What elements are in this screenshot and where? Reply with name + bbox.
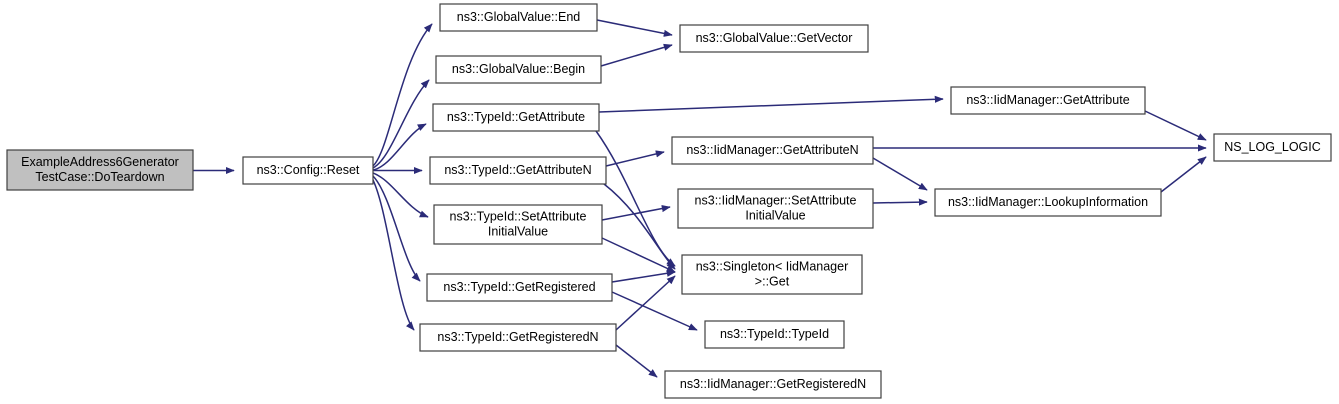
node-box-nsloglogic[interactable] [1213, 133, 1332, 162]
node-box-tidgetattrn[interactable] [429, 156, 607, 185]
node-label-gvbegin: ns3::GlobalValue::Begin [452, 62, 585, 76]
node-iidgetattr[interactable]: ns3::IidManager::GetAttribute [950, 86, 1146, 115]
node-label-singletonget: ns3::Singleton< IidManager [696, 259, 849, 273]
node-box-gvgetvector[interactable] [679, 24, 869, 53]
node-label-tidgetattr: ns3::TypeId::GetAttribute [447, 110, 585, 124]
node-label-tidsetattriv: ns3::TypeId::SetAttribute [450, 209, 587, 223]
node-tidgetattrn[interactable]: ns3::TypeId::GetAttributeN [429, 156, 607, 185]
call-edge-tidgetattr-to-singletonget [595, 130, 676, 267]
node-iidlookupinfo[interactable]: ns3::IidManager::LookupInformation [934, 188, 1162, 217]
node-label-iidlookupinfo: ns3::IidManager::LookupInformation [948, 195, 1148, 209]
node-gvend[interactable]: ns3::GlobalValue::End [439, 3, 598, 32]
call-edge-configreset-to-gvbegin [372, 79, 430, 169]
node-box-singletonget[interactable] [681, 254, 863, 295]
node-gvbegin[interactable]: ns3::GlobalValue::Begin [435, 55, 602, 84]
edge-layer [193, 19, 1207, 378]
node-label-root: ExampleAddress6Generator [21, 155, 179, 169]
call-edge-iidgetattr-to-nsloglogic [1144, 110, 1207, 141]
node-label-iidgetregn: ns3::IidManager::GetRegisteredN [680, 377, 866, 391]
node-singletonget[interactable]: ns3::Singleton< IidManager>::Get [681, 254, 863, 295]
call-edge-configreset-to-tidgetattr [372, 123, 427, 171]
call-edge-gvbegin-to-gvgetvector [600, 43, 673, 67]
call-edge-tidgetattrn-to-singletonget [603, 183, 676, 270]
call-edge-configreset-to-tidsetattriv [372, 172, 429, 218]
node-label-tidgetattrn: ns3::TypeId::GetAttributeN [444, 163, 591, 177]
node-label-root: TestCase::DoTeardown [35, 170, 164, 184]
node-box-root[interactable] [6, 149, 194, 191]
node-label-tidgetreg: ns3::TypeId::GetRegistered [443, 280, 595, 294]
node-box-iidlookupinfo[interactable] [934, 188, 1162, 217]
call-edge-iidlookupinfo-to-nsloglogic [1160, 156, 1207, 193]
call-edge-configreset-to-gvend [372, 23, 433, 167]
node-label-tidtid: ns3::TypeId::TypeId [720, 327, 829, 341]
call-edge-configreset-to-tidgetregn [371, 177, 415, 331]
node-box-tidgetattr[interactable] [432, 103, 600, 132]
node-label-singletonget: >::Get [755, 274, 790, 288]
node-label-iidsetattriv: ns3::IidManager::SetAttribute [695, 193, 857, 207]
node-label-iidgetattr: ns3::IidManager::GetAttribute [966, 93, 1129, 107]
node-tidgetreg[interactable]: ns3::TypeId::GetRegistered [426, 273, 613, 302]
node-label-configreset: ns3::Config::Reset [257, 163, 360, 177]
node-tidgetattr[interactable]: ns3::TypeId::GetAttribute [432, 103, 600, 132]
node-label-iidsetattriv: InitialValue [745, 208, 805, 222]
node-box-tidsetattriv[interactable] [433, 204, 603, 245]
call-edge-tidsetattriv-to-singletonget [601, 237, 676, 273]
call-edge-tidgetattrn-to-iidgetattrn [605, 150, 665, 167]
node-label-tidgetregn: ns3::TypeId::GetRegisteredN [437, 330, 598, 344]
node-box-iidgetregn[interactable] [664, 370, 882, 399]
call-edge-gvend-to-gvgetvector [596, 19, 673, 37]
node-label-gvend: ns3::GlobalValue::End [457, 10, 581, 24]
call-edge-tidsetattriv-to-iidsetattriv [601, 205, 671, 221]
node-box-tidgetregn[interactable] [419, 323, 617, 352]
call-edge-tidgetreg-to-singletonget [611, 269, 676, 283]
node-layer: ExampleAddress6GeneratorTestCase::DoTear… [6, 3, 1332, 399]
call-edge-tidgetregn-to-singletonget [615, 275, 676, 331]
call-edge-configreset-to-tidgetreg [372, 175, 421, 282]
node-label-tidsetattriv: InitialValue [488, 224, 548, 238]
node-box-tidgetreg[interactable] [426, 273, 613, 302]
call-edge-tidgetreg-to-tidtid [611, 291, 698, 331]
node-box-tidtid[interactable] [704, 320, 845, 349]
node-box-iidsetattriv[interactable] [677, 188, 874, 229]
node-iidsetattriv[interactable]: ns3::IidManager::SetAttributeInitialValu… [677, 188, 874, 229]
call-edge-tidgetregn-to-iidgetregn [615, 344, 658, 378]
node-box-gvend[interactable] [439, 3, 598, 32]
node-box-iidgetattrn[interactable] [671, 136, 874, 165]
node-tidgetregn[interactable]: ns3::TypeId::GetRegisteredN [419, 323, 617, 352]
call-edge-iidgetattrn-to-iidlookupinfo [872, 157, 928, 191]
node-nsloglogic[interactable]: NS_LOG_LOGIC [1213, 133, 1332, 162]
node-label-gvgetvector: ns3::GlobalValue::GetVector [696, 31, 853, 45]
node-iidgetregn[interactable]: ns3::IidManager::GetRegisteredN [664, 370, 882, 399]
node-tidtid[interactable]: ns3::TypeId::TypeId [704, 320, 845, 349]
node-root[interactable]: ExampleAddress6GeneratorTestCase::DoTear… [6, 149, 194, 191]
node-configreset[interactable]: ns3::Config::Reset [242, 156, 374, 185]
node-label-nsloglogic: NS_LOG_LOGIC [1224, 140, 1321, 154]
node-label-iidgetattrn: ns3::IidManager::GetAttributeN [686, 143, 858, 157]
call-edge-iidsetattriv-to-iidlookupinfo [872, 198, 928, 206]
node-iidgetattrn[interactable]: ns3::IidManager::GetAttributeN [671, 136, 874, 165]
node-box-gvbegin[interactable] [435, 55, 602, 84]
call-edge-tidgetattr-to-iidgetattr [598, 95, 944, 113]
node-box-configreset[interactable] [242, 156, 374, 185]
node-box-iidgetattr[interactable] [950, 86, 1146, 115]
node-gvgetvector[interactable]: ns3::GlobalValue::GetVector [679, 24, 869, 53]
